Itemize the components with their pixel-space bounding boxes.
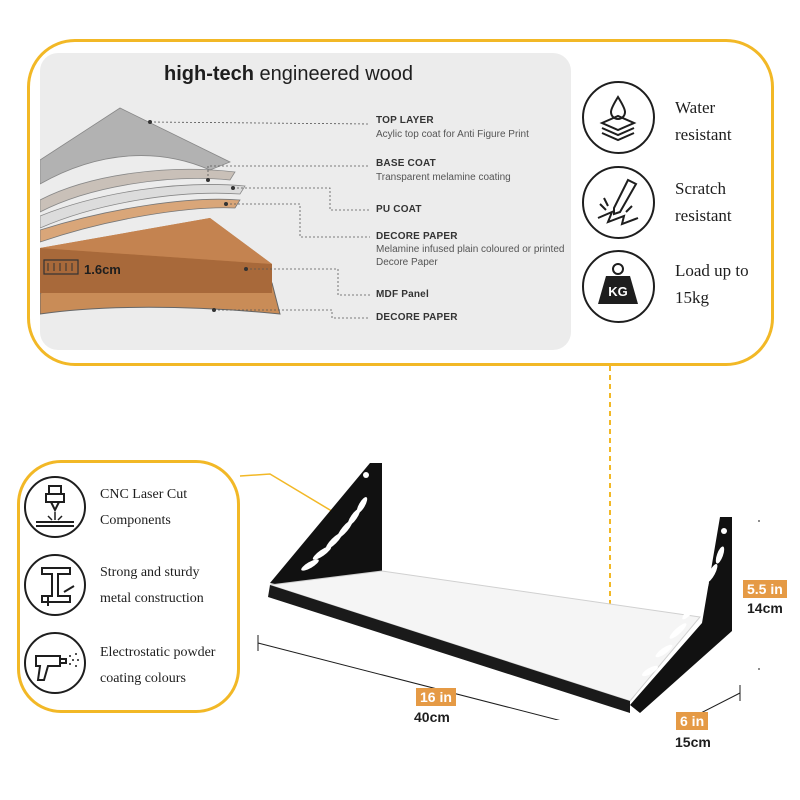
length-inches: 16 in [416,688,456,706]
top-layer-shape [40,107,231,185]
depth-cm: 15cm [675,734,711,750]
layer-desc-base: Transparent melamine coating [376,172,511,183]
pu-coat-layer [40,184,246,229]
height-inches: 5.5 in [743,580,787,598]
metal-beam-icon [24,554,86,616]
thickness-label: 1.6cm [84,262,121,277]
length-cm: 40cm [414,709,450,725]
layer-label-decore: DECORE PAPER [376,231,458,242]
shelf-board [269,570,701,702]
panel-title: high-tech engineered wood [164,63,414,85]
layer-label-pu: PU COAT [376,204,422,215]
shelf-illustration [257,463,760,720]
svg-text:KG: KG [608,284,628,299]
right-bracket [630,517,732,713]
scratch-icon [582,166,655,239]
spray-gun-icon [24,632,86,694]
height-cm: 14cm [747,600,783,616]
layer-label-decore-bottom: DECORE PAPER [376,312,458,323]
layer-desc-top: Acylic top coat for Anti Figure Print [376,129,529,140]
depth-inches: 6 in [676,712,709,730]
left-bracket [270,463,382,587]
base-coat-layer [40,168,236,213]
layer-desc-decore: Melamine infused plain coloured or print… [376,244,565,268]
weight-icon: KG [582,250,655,323]
laser-cut-icon [24,476,86,538]
layer-label-mdf: MDF Panel [376,289,429,300]
wood-layers-illustration [40,107,371,319]
layer-label-base: BASE COAT [376,158,436,169]
water-drop-icon [582,81,655,154]
decore-paper-layer [40,198,241,243]
layer-label-top: TOP LAYER [376,115,434,126]
